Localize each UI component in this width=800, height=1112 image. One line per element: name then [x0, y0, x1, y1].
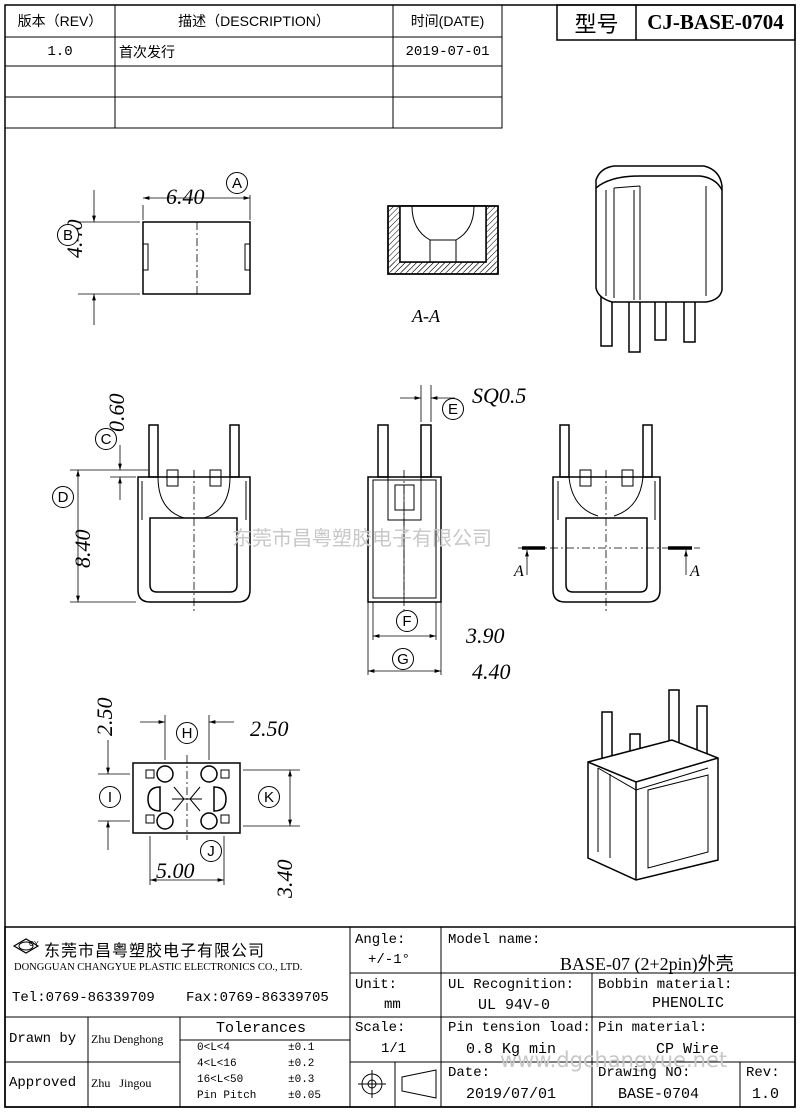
pin-tension-label: Pin tension load: [448, 1020, 591, 1036]
model-name-value: BASE-07 (2+2pin)外壳 [560, 954, 734, 974]
section-mark-right: A [690, 563, 700, 580]
revision-table-grid [4, 4, 503, 129]
dim-i-value: 2.50 [92, 697, 117, 737]
model-box-frame [556, 4, 796, 41]
tol-value-0: ±0.1 [288, 1042, 315, 1054]
angle-label: Angle: [355, 932, 406, 948]
dim-g-value: 4.40 [472, 659, 511, 684]
callout-c: C [95, 428, 117, 450]
date-header: 时间(DATE) [410, 13, 485, 29]
angle-value: +/-1° [368, 952, 411, 968]
callout-j: J [200, 840, 222, 862]
callout-a: A [226, 172, 248, 194]
rev-value-tb: 1.0 [752, 1086, 780, 1103]
model-name-label: Model name: [448, 932, 541, 948]
front-view-left [70, 424, 251, 612]
bottom-view [98, 715, 300, 885]
pin-material-value: CP Wire [656, 1041, 720, 1058]
rev-header: 版本（REV） [17, 13, 103, 29]
company-tel: Tel:0769-86339709 [12, 990, 155, 1006]
model-label: 型号 [574, 11, 619, 37]
pin-tension-value: 0.8 Kg min [466, 1041, 557, 1058]
company-logo [12, 938, 40, 954]
unit-value: mm [384, 997, 401, 1013]
callout-d: D [52, 486, 74, 508]
dim-a-value: 6.40 [166, 184, 205, 209]
side-view-middle [367, 385, 455, 675]
top-view [78, 190, 251, 325]
callout-b: B [57, 224, 79, 246]
callout-i: I [99, 786, 121, 808]
date-value: 2019-07-01 [405, 43, 490, 60]
watermark-center: 东莞市昌粤塑胶电子有限公司 [232, 526, 492, 550]
desc-header: 描述（DESCRIPTION） [178, 13, 330, 29]
dim-h-value: 2.50 [250, 716, 289, 741]
tol-value-3: ±0.05 [288, 1090, 322, 1102]
model-value: CJ-BASE-0704 [647, 10, 784, 34]
ul-value: UL 94V-0 [478, 997, 551, 1014]
side-view-right [518, 424, 700, 612]
tol-value-1: ±0.2 [288, 1058, 315, 1070]
rev-label: Rev: [746, 1065, 780, 1081]
projection-symbol [358, 1069, 437, 1099]
isometric-view-top [595, 165, 723, 353]
dim-j-value: 5.00 [156, 858, 195, 883]
company-name-cn: 东莞市昌粤塑胶电子有限公司 [44, 943, 266, 960]
tolerances-label: Tolerances [216, 1020, 307, 1037]
section-label: A-A [412, 306, 440, 326]
callout-f: F [396, 610, 418, 632]
isometric-view-bottom [587, 689, 719, 881]
pin-material-label: Pin material: [598, 1020, 708, 1036]
approved-label: Approved [9, 1075, 77, 1091]
callout-k: K [258, 786, 280, 808]
tol-range-0: 0<L<4 [197, 1042, 231, 1054]
company-fax: Fax:0769-86339705 [186, 990, 329, 1006]
bobbin-value: PHENOLIC [652, 995, 725, 1012]
title-block-grid [4, 926, 796, 1108]
tol-range-2: 16<L<50 [197, 1074, 244, 1086]
dim-k-value: 3.40 [272, 859, 297, 899]
drawing-no-value: BASE-0704 [618, 1086, 700, 1103]
dim-d-value: 8.40 [70, 529, 95, 569]
section-mark-left: A [514, 563, 524, 580]
unit-label: Unit: [355, 977, 398, 993]
callout-h: H [176, 722, 198, 744]
approved-value: Zhu Jingou [91, 1076, 152, 1090]
rev-value: 1.0 [47, 43, 73, 60]
bobbin-label: Bobbin material: [598, 977, 733, 993]
dim-e-value: SQ0.5 [472, 383, 527, 408]
dim-f-value: 3.90 [466, 623, 505, 648]
company-name-en: DONGGUAN CHANGYUE PLASTIC ELECTRONICS CO… [14, 962, 303, 973]
date-label: Date: [448, 1065, 491, 1081]
drawn-by-label: Drawn by [9, 1031, 77, 1047]
drawn-by-value: Zhu Denghong [91, 1032, 164, 1046]
drawing-no-label: Drawing NO: [598, 1065, 691, 1081]
ul-label: UL Recognition: [448, 977, 575, 993]
desc-value: 首次发行 [119, 43, 175, 60]
section-view [387, 205, 499, 275]
tol-range-1: 4<L<16 [197, 1058, 237, 1070]
watermark-bottom: www.dgchangyue.net [500, 1048, 728, 1072]
dim-c-value: 0.60 [104, 393, 129, 433]
callout-g: G [392, 648, 414, 670]
tol-range-3: Pin Pitch [197, 1090, 257, 1102]
logo-text: CY [29, 941, 39, 948]
callout-e: E [442, 398, 464, 420]
date-value-tb: 2019/07/01 [466, 1086, 557, 1103]
tol-value-2: ±0.3 [288, 1074, 315, 1086]
scale-label: Scale: [355, 1020, 406, 1036]
scale-value: 1/1 [381, 1041, 407, 1057]
